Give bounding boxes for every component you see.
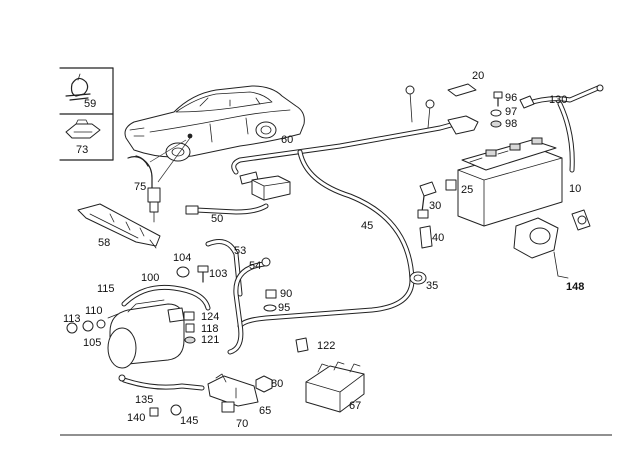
bush-124-drawing: [183, 311, 195, 321]
starter-motor-drawing: [107, 299, 185, 369]
part-number-104: 104: [173, 252, 192, 264]
cable-135-drawing: [118, 374, 205, 391]
part-number-96: 96: [505, 92, 518, 104]
part-number-95: 95: [278, 302, 291, 314]
part-number-54: 54: [249, 260, 262, 272]
washer-95-drawing: [263, 304, 277, 312]
part-number-103: 103: [209, 268, 228, 280]
nut-105-drawing: [82, 320, 94, 332]
cable-53-drawing: [205, 239, 243, 297]
grommet-35-drawing: [409, 271, 427, 285]
part-number-135: 135: [135, 394, 154, 406]
bolt-96-drawing: [493, 91, 503, 107]
part-number-20: 20: [472, 70, 485, 82]
bracket-58-drawing: [77, 203, 161, 249]
part-number-110: 110: [85, 305, 103, 317]
part-number-45: 45: [361, 220, 374, 232]
bracket-65-drawing: [207, 373, 259, 407]
cable-100-drawing: [121, 284, 211, 311]
part-number-100: 100: [141, 272, 160, 284]
grommet-122-drawing: [295, 337, 309, 353]
washers-97-98-drawing: [490, 109, 502, 128]
part-number-50: 50: [211, 213, 224, 225]
washer-113-drawing: [66, 322, 78, 334]
part-number-113: 113: [63, 313, 81, 325]
nut-118-drawing: [185, 323, 195, 333]
part-number-59: 59: [84, 98, 97, 110]
spacer-70-drawing: [221, 401, 235, 413]
washer-121-drawing: [184, 336, 196, 344]
sensor-75-drawing: [127, 155, 161, 223]
clip-59-drawing: [65, 73, 91, 101]
inset-frame: [59, 67, 114, 161]
clip-73-drawing: [65, 119, 101, 139]
part-number-70: 70: [236, 418, 249, 430]
part-number-130: 130: [549, 94, 568, 106]
part-number-67: 67: [349, 400, 362, 412]
part-number-115: 115: [97, 283, 115, 295]
part-number-118: 118: [201, 323, 219, 335]
part-number-80: 80: [271, 378, 284, 390]
relay-148-drawing: [513, 209, 591, 279]
cable-60-drawing: [231, 85, 479, 185]
part-number-122: 122: [317, 340, 336, 352]
part-number-140: 140: [127, 412, 146, 424]
terminal-30-drawing: [417, 181, 437, 219]
fuse-box-67-drawing: [305, 361, 365, 413]
cover-20-drawing: [447, 83, 477, 97]
part-number-90: 90: [280, 288, 293, 300]
part-number-58: 58: [98, 237, 111, 249]
nut-110-drawing: [96, 319, 106, 329]
part-number-73: 73: [76, 144, 89, 156]
grommet-104-drawing: [176, 266, 190, 278]
sleeve-40-drawing: [419, 225, 433, 249]
part-number-60: 60: [281, 134, 294, 146]
part-number-75: 75: [134, 181, 147, 193]
bolt-140-drawing: [149, 407, 159, 417]
nut-25-drawing: [445, 179, 457, 191]
relay-box-drawing: [251, 175, 291, 201]
part-number-124: 124: [201, 311, 220, 323]
part-number-145: 145: [180, 415, 199, 427]
part-number-10: 10: [569, 183, 582, 195]
part-number-98: 98: [505, 118, 518, 130]
part-number-40: 40: [432, 232, 445, 244]
nut-80-drawing: [255, 375, 273, 393]
battery-10-drawing: [457, 137, 563, 227]
cable-54-drawing: [227, 257, 271, 355]
car-drawing: [124, 85, 305, 162]
part-number-148: 148: [566, 281, 585, 293]
part-number-105: 105: [83, 337, 102, 349]
washer-145-drawing: [170, 404, 182, 416]
part-number-65: 65: [259, 405, 272, 417]
part-number-25: 25: [461, 184, 474, 196]
cable-130-drawing: [519, 84, 604, 173]
car-pointer-lines: [149, 137, 191, 183]
bolt-103-drawing: [197, 265, 209, 283]
part-number-35: 35: [426, 280, 439, 292]
part-number-30: 30: [429, 200, 442, 212]
nut-90-drawing: [265, 289, 277, 299]
part-number-121: 121: [201, 334, 220, 346]
part-number-97: 97: [505, 106, 518, 118]
cable-50-drawing: [185, 203, 269, 215]
part-number-53: 53: [234, 245, 247, 257]
